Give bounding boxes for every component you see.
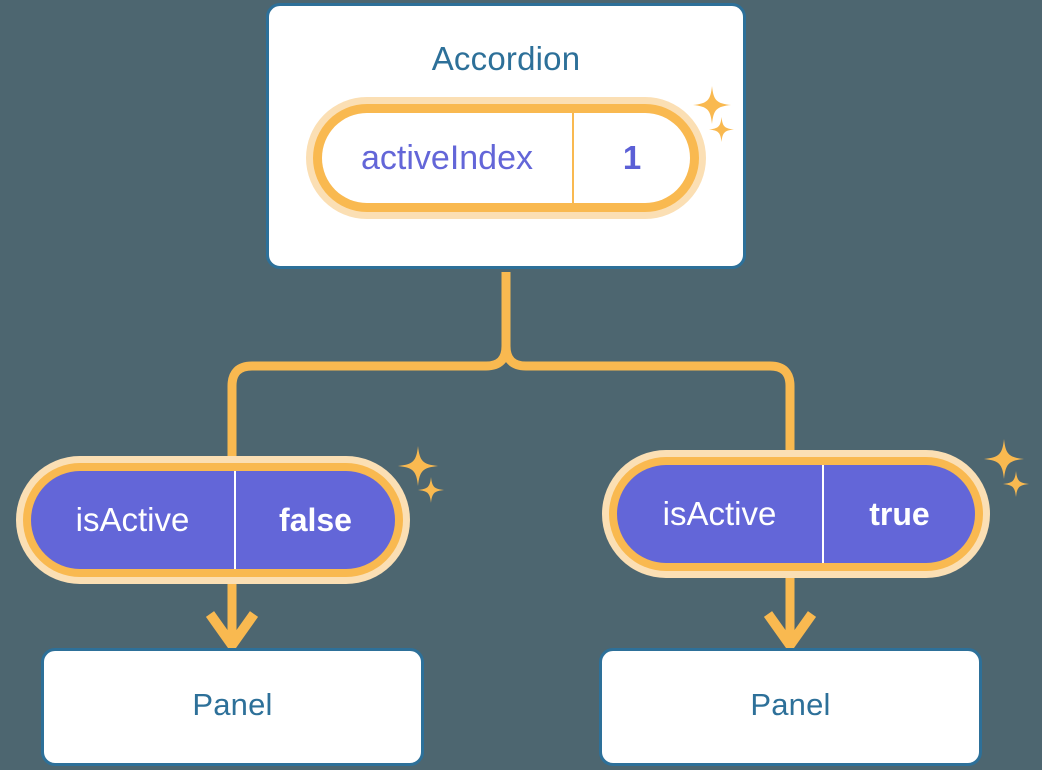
connector-branch-right [501,345,795,455]
prop-badge-is-active-true[interactable]: isActive true [602,450,990,578]
sparkle-large-icon [984,439,1024,479]
panel-right-title: Panel [750,687,831,722]
component-card-panel-right[interactable]: Panel [599,648,982,766]
panel-left-title: Panel [192,687,273,722]
sparkle-small-icon [418,477,444,503]
prop-badge-body: isActive false [31,471,395,569]
prop-badge-key: isActive [617,465,824,563]
sparkle-large-icon [398,446,438,486]
component-card-panel-left[interactable]: Panel [41,648,424,766]
arrow-head-right [763,611,817,654]
state-badge-key: activeIndex [322,113,574,203]
connector-branch-left [227,345,511,460]
state-badge-ring: activeIndex 1 [313,104,699,212]
prop-badge-value: false [279,501,352,538]
prop-badge-ring: isActive true [609,457,983,571]
prop-badge-key: isActive [31,471,236,569]
state-badge-value: 1 [622,139,642,176]
state-badge-body: activeIndex 1 [322,113,690,203]
prop-badge-value: true [869,495,930,532]
arrow-head-left [205,611,259,654]
prop-badge-body: isActive true [617,465,975,563]
sparkle-small-icon [1003,471,1029,497]
prop-badge-is-active-false[interactable]: isActive false [16,456,410,584]
state-badge-active-index[interactable]: activeIndex 1 [306,97,706,219]
prop-badge-ring: isActive false [23,463,403,577]
page-title: Accordion [431,40,581,77]
